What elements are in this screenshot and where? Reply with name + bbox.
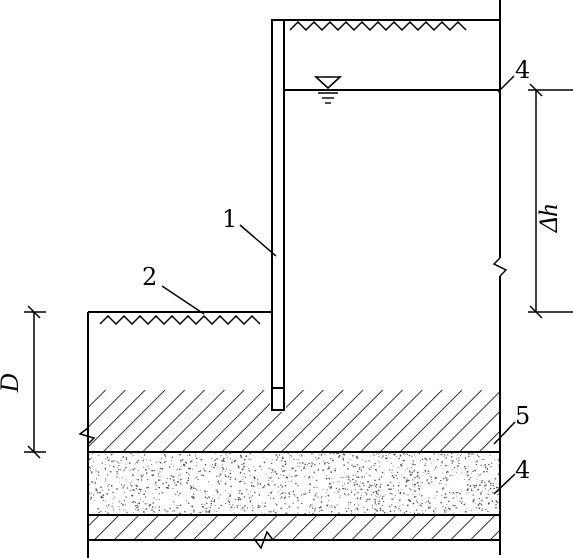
embedment-depth-label: D [0,373,24,393]
leader-sheet-pile [239,224,277,257]
left-break-mark [78,427,96,445]
sheet-pile [271,19,285,411]
bottom-clay-layer [88,515,500,540]
leader-ground-surface [161,285,205,315]
sand-layer [88,452,500,515]
label-sheet-pile: 1 [222,205,237,233]
clay-layer [88,390,500,452]
head-difference-label: Δh [534,204,563,233]
upper-ground-hatch [289,20,467,32]
water-level-icon [313,76,343,104]
right-break-mark [492,257,508,277]
leader-water-table [497,75,515,93]
d-bottom-slash [27,445,41,459]
label-ground-surface: 2 [142,263,157,291]
bottom-break-mark [254,530,274,550]
dh-top-slash [529,83,543,97]
leader-sand-layer [493,473,516,495]
d-top-slash [27,305,41,319]
sheet-pile-tip [271,387,285,411]
label-sand-layer: 4 [515,456,530,484]
label-water-table: 4 [515,56,530,84]
leader-clay-layer [493,421,516,445]
lower-ground-hatch [99,314,261,326]
dh-bottom-slash [529,305,543,319]
label-clay-layer: 5 [515,402,530,430]
